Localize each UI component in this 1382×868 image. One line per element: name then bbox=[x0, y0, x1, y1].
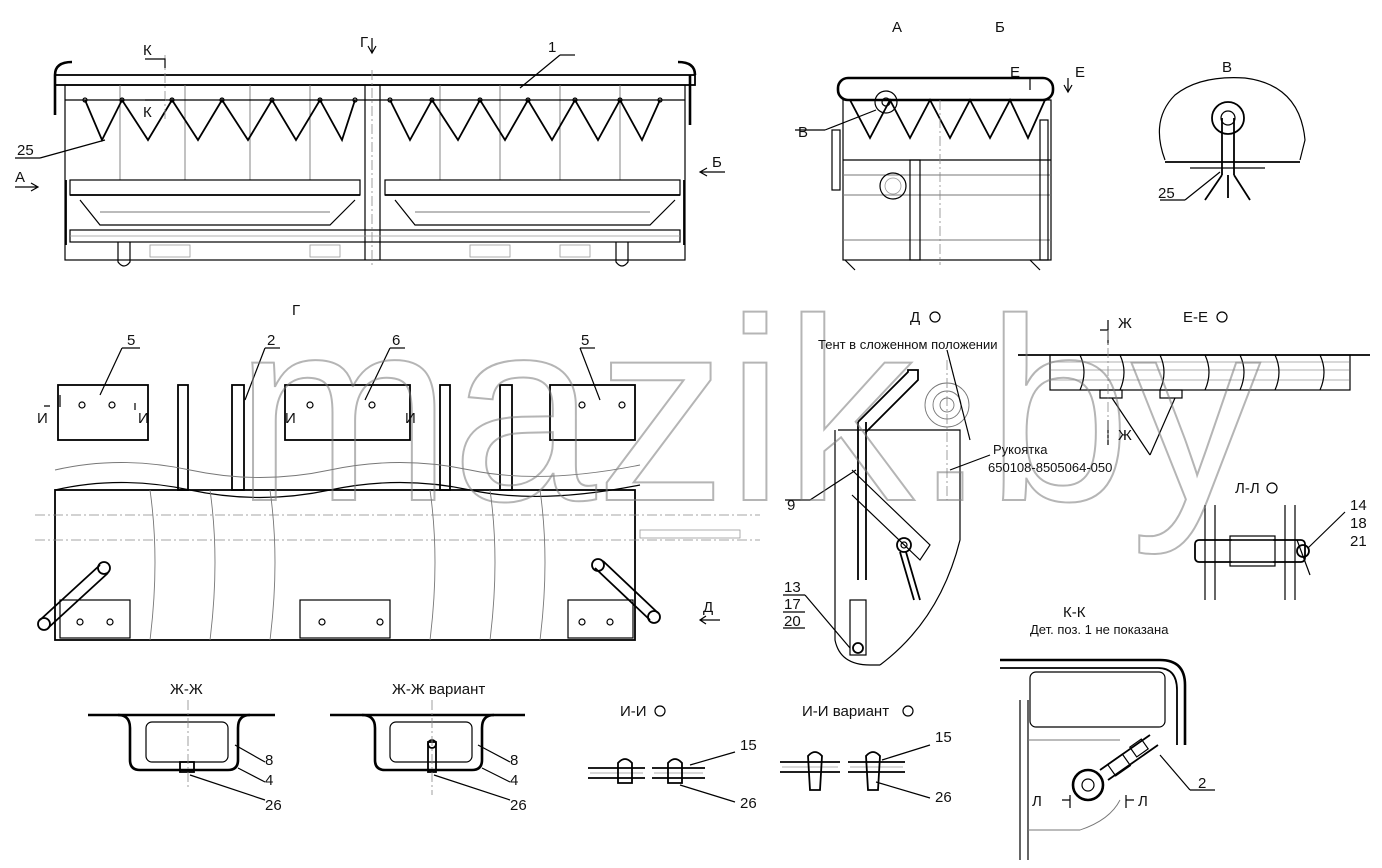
end-view bbox=[795, 76, 1073, 271]
main-side-view bbox=[15, 38, 725, 267]
label-kk: К-К bbox=[1063, 604, 1086, 621]
label-ee: Е-Е bbox=[1183, 309, 1208, 326]
detail-v bbox=[1158, 77, 1306, 201]
label-l1: Л bbox=[1032, 793, 1042, 810]
label-kk-p2: 2 bbox=[1198, 775, 1206, 792]
section-ii-variant bbox=[780, 705, 931, 799]
label-pos25: 25 bbox=[17, 142, 34, 159]
label-s4a: 4 bbox=[265, 772, 273, 789]
label-p17: 17 bbox=[784, 596, 801, 613]
label-i2: И bbox=[138, 410, 149, 427]
label-p6: 6 bbox=[392, 332, 400, 349]
label-view-d: Д bbox=[910, 309, 920, 326]
label-b: Б bbox=[712, 154, 722, 171]
label-ii-var: И-И вариант bbox=[802, 703, 889, 720]
label-i4: И bbox=[405, 410, 416, 427]
label-s15a: 15 bbox=[740, 737, 757, 754]
label-s8a: 8 bbox=[265, 752, 273, 769]
label-s4b: 4 bbox=[510, 772, 518, 789]
label-p5b: 5 bbox=[581, 332, 589, 349]
label-view-a: А bbox=[892, 19, 902, 36]
label-l2: Л bbox=[1138, 793, 1148, 810]
label-p14: 14 bbox=[1350, 497, 1367, 514]
label-zh1: Ж bbox=[1118, 315, 1132, 332]
label-s8b: 8 bbox=[510, 752, 518, 769]
label-v-callout: В bbox=[798, 124, 808, 141]
label-e2: Е bbox=[1075, 64, 1085, 81]
label-p18: 18 bbox=[1350, 515, 1367, 532]
label-handle: Рукоятка bbox=[993, 442, 1048, 457]
view-d bbox=[783, 349, 991, 666]
label-i3: И bbox=[285, 410, 296, 427]
label-k-bot: К bbox=[143, 104, 152, 121]
label-s15b: 15 bbox=[935, 729, 952, 746]
label-pos1: 1 bbox=[548, 39, 556, 56]
label-k-top: К bbox=[143, 42, 152, 59]
label-g-top: Г bbox=[360, 34, 368, 51]
label-s26c: 26 bbox=[740, 795, 757, 812]
label-handle-code: 650108-8505064-050 bbox=[988, 460, 1112, 475]
watermark-text: mazik.by bbox=[235, 266, 1261, 557]
label-detail-v: В bbox=[1222, 59, 1232, 76]
label-p2: 2 bbox=[267, 332, 275, 349]
label-e1: Е bbox=[1010, 64, 1020, 81]
section-ll bbox=[1194, 505, 1346, 600]
label-view-b: Б bbox=[995, 19, 1005, 36]
label-view-g: Г bbox=[292, 302, 300, 319]
label-d-arrow: Д bbox=[703, 599, 713, 616]
section-ii bbox=[588, 705, 736, 803]
label-p20: 20 bbox=[784, 613, 801, 630]
label-ii: И-И bbox=[620, 703, 647, 720]
section-ee bbox=[1018, 320, 1370, 456]
label-p5a: 5 bbox=[127, 332, 135, 349]
labels: Г К К А Б 1 25 А Б Е Е В В 25 Г 5 2 6 5 … bbox=[15, 19, 1367, 814]
label-ll: Л-Л bbox=[1235, 480, 1260, 497]
label-p9: 9 bbox=[787, 497, 795, 514]
label-s26a: 26 bbox=[265, 797, 282, 814]
label-detail-v-25: 25 bbox=[1158, 185, 1175, 202]
section-kk bbox=[1000, 658, 1215, 860]
label-zhzh-var: Ж-Ж вариант bbox=[392, 681, 485, 698]
label-p21: 21 bbox=[1350, 533, 1367, 550]
label-zhzh: Ж-Ж bbox=[170, 681, 203, 698]
section-zhzh-variant bbox=[330, 700, 525, 801]
section-zhzh bbox=[88, 700, 275, 801]
label-i1: И bbox=[37, 410, 48, 427]
label-s26d: 26 bbox=[935, 789, 952, 806]
view-g bbox=[35, 347, 760, 641]
label-s26b: 26 bbox=[510, 797, 527, 814]
label-kk-note: Дет. поз. 1 не показана bbox=[1030, 622, 1169, 637]
label-zh2: Ж bbox=[1118, 427, 1132, 444]
label-tent: Тент в сложенном положении bbox=[818, 337, 998, 352]
label-p13: 13 bbox=[784, 579, 801, 596]
label-a: А bbox=[15, 169, 25, 186]
